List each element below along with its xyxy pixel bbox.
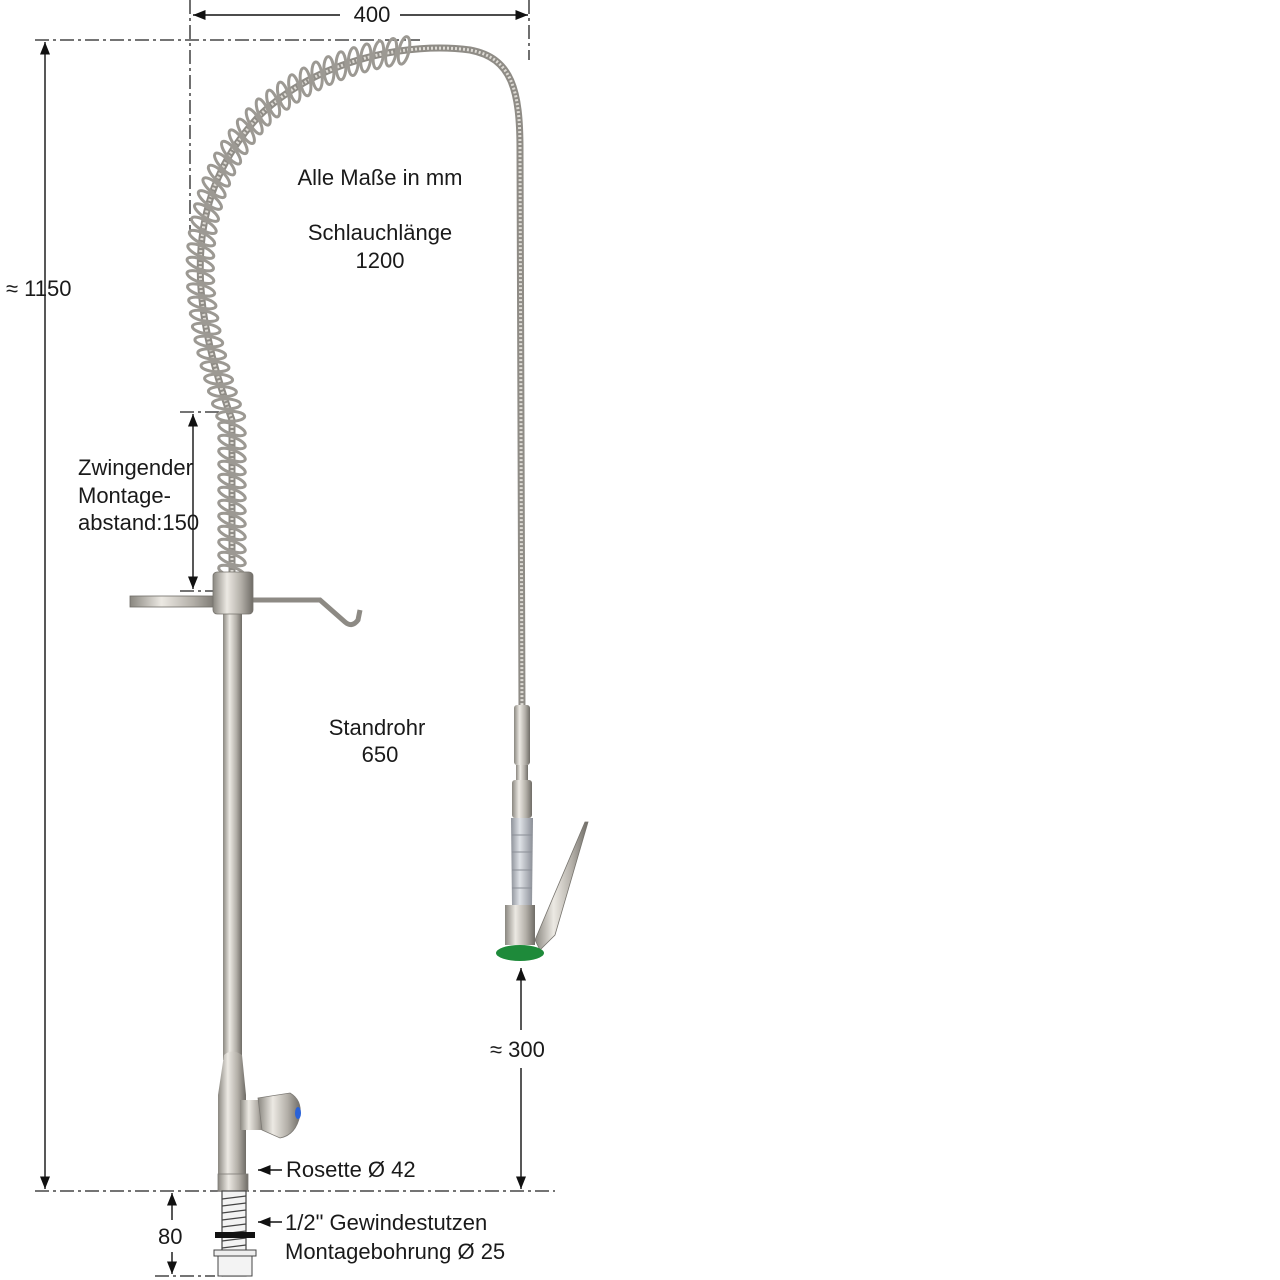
hose-length-value: 1200 — [356, 248, 405, 273]
spring-loop — [201, 176, 227, 200]
spring-loop — [189, 215, 218, 236]
thread-line — [221, 1216, 247, 1221]
thread-line — [221, 1223, 247, 1228]
spring-loop — [396, 35, 412, 66]
spring-loop — [217, 446, 247, 464]
sealing-washer — [215, 1232, 255, 1238]
spring-loop — [217, 524, 247, 542]
valve-handle — [257, 1092, 301, 1139]
spring-loop — [334, 50, 348, 82]
spring-loop — [227, 128, 249, 156]
spring-loop — [187, 228, 217, 248]
spring-coil — [185, 35, 412, 581]
thread-line — [221, 1209, 247, 1214]
spring-loop — [217, 433, 247, 451]
spring-loop — [298, 66, 313, 98]
dimension-arrows — [39, 9, 528, 1274]
spring-loop — [235, 117, 256, 146]
spring-loop — [199, 360, 231, 374]
spring-loop — [371, 39, 386, 71]
thread-line — [221, 1244, 247, 1249]
thread-line — [221, 1202, 247, 1207]
spring-loop — [185, 269, 216, 286]
standpipe-title: Standrohr — [329, 715, 426, 740]
spring-loop — [190, 321, 222, 336]
units-note: Alle Maße in mm — [297, 165, 462, 190]
spring-loop — [185, 255, 215, 273]
spring-loop — [220, 139, 243, 166]
rosette — [217, 1173, 249, 1192]
spray-lever — [534, 821, 589, 951]
spring-loop — [359, 42, 373, 74]
cold-water-indicator-icon — [295, 1107, 301, 1119]
standpipe — [223, 600, 242, 1060]
spring-loop — [275, 80, 292, 111]
spring-loop — [217, 420, 247, 438]
spring-loop — [346, 46, 360, 78]
bore-label: Montagebohrung Ø 25 — [285, 1239, 505, 1264]
spring-loop — [217, 550, 247, 568]
spring-loop — [217, 498, 247, 516]
spring-loop — [384, 37, 399, 68]
spring-loop — [193, 334, 225, 349]
spring-loop — [187, 295, 218, 311]
spring-loop — [186, 282, 217, 298]
spring-loop — [215, 409, 247, 423]
thread-length-label: 80 — [158, 1224, 182, 1249]
thread-stud — [213, 1190, 257, 1277]
spring-loop — [217, 459, 247, 477]
spring-loop — [188, 308, 220, 323]
spring-loop — [217, 511, 247, 529]
mount-distance-line2: Montage- — [78, 483, 171, 508]
spring-loop — [186, 242, 216, 260]
spring-loop — [192, 202, 220, 223]
spring-loop — [213, 151, 237, 177]
spring-loop — [310, 60, 324, 92]
wall-bracket — [129, 571, 363, 628]
spring-loop — [217, 472, 247, 490]
spring-loop — [210, 397, 242, 411]
spring-loop — [254, 97, 272, 127]
spring-loop — [203, 372, 235, 386]
spray-height-label: ≈ 300 — [490, 1037, 545, 1062]
lock-nut — [217, 1255, 253, 1277]
rosette-label: Rosette Ø 42 — [286, 1157, 416, 1182]
labels: 400 ≈ 1150 Alle Maße in mm Schlauchlänge… — [6, 2, 545, 1264]
spring-loop — [196, 347, 228, 361]
spring-loop — [265, 88, 282, 119]
spring-loop — [287, 73, 302, 104]
width-label: 400 — [354, 2, 391, 27]
spring-loop — [244, 107, 264, 136]
spring-loop — [322, 55, 336, 87]
thread-line — [221, 1195, 247, 1200]
hose-braid — [198, 46, 524, 713]
hose-length-title: Schlauchlänge — [308, 220, 452, 245]
standpipe-value: 650 — [362, 742, 399, 767]
spray-grip — [511, 818, 533, 905]
spring-loop — [196, 189, 223, 211]
spray-nozzle-green — [496, 945, 544, 961]
thread-line — [221, 1237, 247, 1242]
spray-valve — [496, 705, 589, 961]
reference-lines — [35, 0, 555, 1277]
mount-distance-line1: Zwingender — [78, 455, 193, 480]
spring-loop — [206, 163, 232, 188]
spring-loop — [217, 485, 247, 503]
height-label: ≈ 1150 — [6, 276, 72, 301]
spring-loop — [206, 385, 238, 399]
spring-loop — [217, 537, 247, 555]
valve-body — [217, 1051, 301, 1192]
thread-label: 1/2" Gewindestutzen — [285, 1210, 487, 1235]
mount-distance-line3: abstand:150 — [78, 510, 199, 535]
